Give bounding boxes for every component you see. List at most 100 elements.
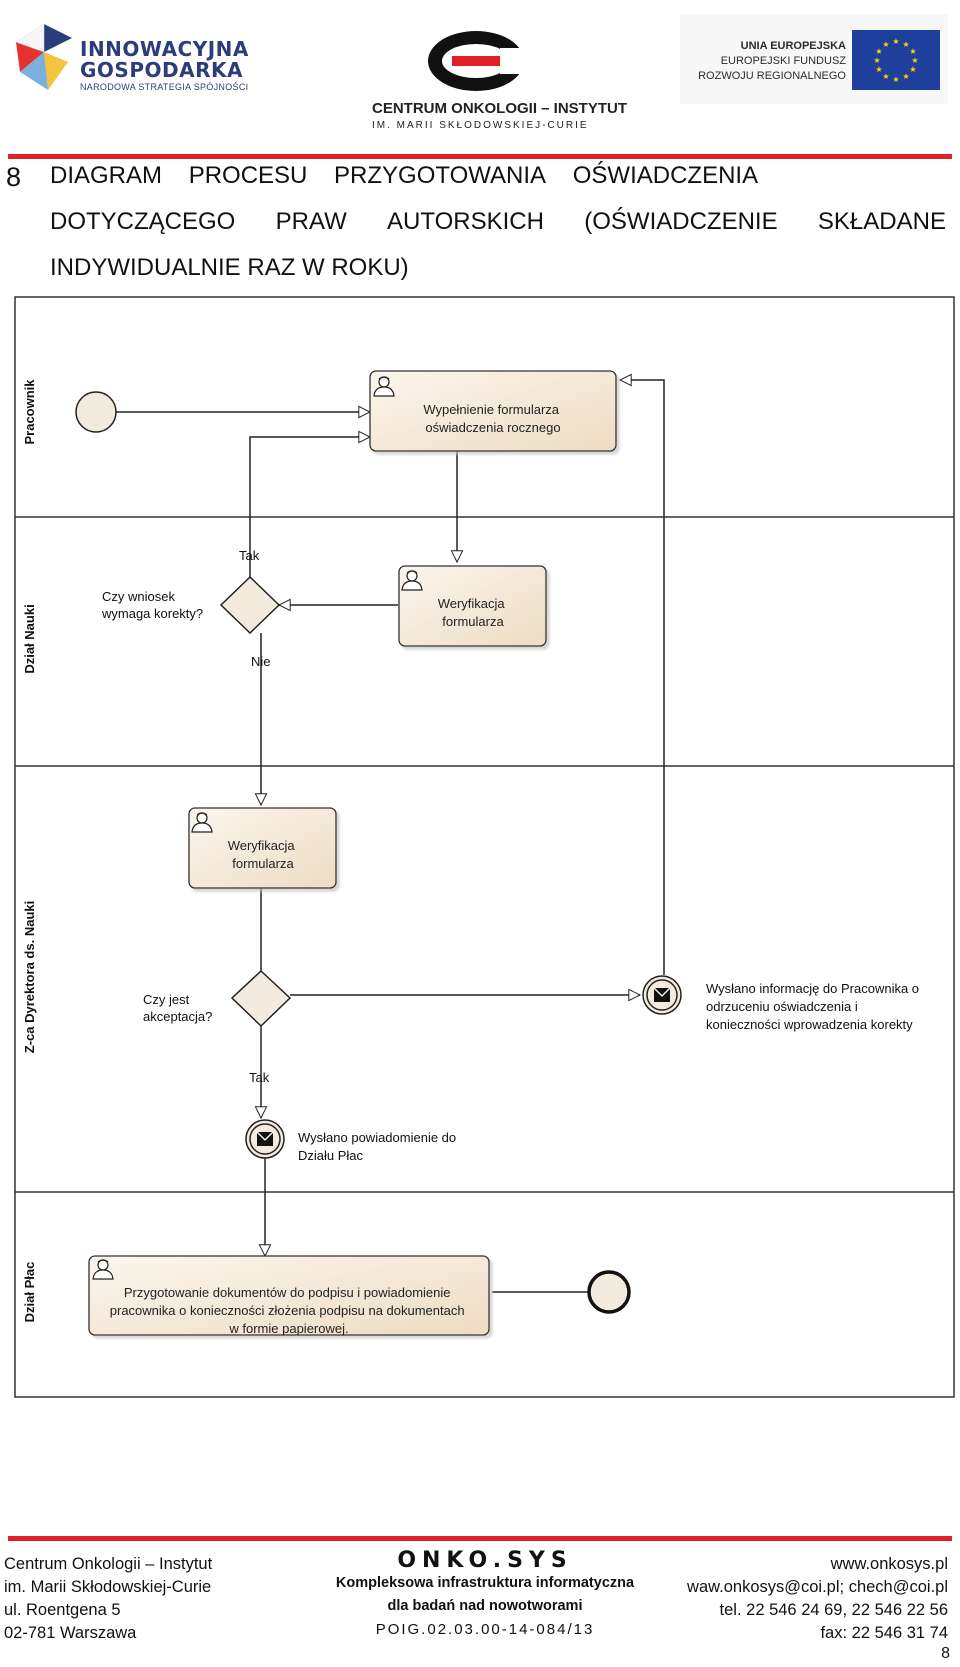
reject-msg-line2: odrzuceniu oświadczenia i [706,999,858,1014]
footer-project-code: POIG.02.03.00-14-084/13 [375,1621,595,1638]
flow-gateway-yes [249,430,372,577]
footer-website[interactable]: www.onkosys.pl [830,1555,948,1573]
page-number: 8 [941,1645,950,1662]
eu-line3: ROZWOJU REGIONALNEGO [698,70,846,82]
gateway2-yes-label: Tak [249,1070,270,1085]
task-verify2-line1: Weryfikacja [228,838,296,853]
end-event [587,1270,631,1314]
task-prepare-documents: Przygotowanie dokumentów do podpisu i po… [88,1255,490,1336]
centrum-onkologii-logo: CENTRUM ONKOLOGII – INSTYTUT IM. MARII S… [360,30,627,135]
svg-text:Czy wniosek wymaga korek: Czy wniosek wymaga korekty? [101,589,203,621]
svg-text:Czy jest akceptacja?: Czy jest akceptacja? [143,992,212,1024]
task-fill-form: Wypełnienie formularza oświadczenia rocz… [369,370,617,452]
svg-text:★: ★ [875,47,882,56]
gateway2-question-line2: akceptacja? [143,1009,212,1024]
center-logo-name: CENTRUM ONKOLOGII – INSTYTUT [372,100,627,117]
eu-line2: EUROPEJSKI FUNDUSZ [720,55,846,67]
title-word: SKŁADANE [817,208,946,235]
gateway1-question-line2: wymaga korekty? [101,606,203,621]
footer-fax: fax: 22 546 31 74 [820,1624,948,1642]
coi-emblem-icon [428,31,526,91]
section-number: 8 [6,162,22,192]
footer-center-line1: Kompleksowa infrastruktura informatyczna [335,1575,635,1591]
title-word: PROCESU [188,162,308,189]
svg-text:Weryfikacja formularza: Weryfikacja formularza [228,838,299,871]
pool [14,296,955,1398]
title-word: PRZYGOTOWANIA [334,162,547,189]
payroll-msg-line1: Wysłano powiadomienie do [298,1130,456,1145]
lane-label-dzial-plac: Dział Płac [22,1262,37,1323]
footer-left-line: Centrum Onkologii – Instytut [4,1555,213,1573]
svg-text:Wypełnienie formularza o: Wypełnienie formularza oświadczenia rocz… [423,402,562,435]
task-verify-form-1: Weryfikacja formularza [398,565,547,647]
footer-left-line: ul. Roentgena 5 [4,1601,121,1619]
svg-text:★: ★ [882,72,889,81]
title-line-3: INDYWIDUALNIE RAZ W ROKU) [50,254,409,281]
task-fill-line2: oświadczenia rocznego [425,420,560,435]
lane-label-pracownik: Pracownik [22,379,37,445]
svg-text:★: ★ [911,56,918,65]
logo-tagline: NARODOWA STRATEGIA SPÓJNOŚCI [80,82,249,92]
title-word: OŚWIADCZENIA [572,162,759,189]
eu-line1: UNIA EUROPEJSKA [740,40,846,52]
gateway-correction: Czy wniosek wymaga korekty? Tak Nie [101,548,281,669]
logo-line1: INNOWACYJNA [80,37,249,61]
payroll-msg-line2: Działu Płac [298,1148,364,1163]
svg-text:★: ★ [902,72,909,81]
event-payroll-message: Wysłano powiadomienie do Działu Płac [245,1119,460,1163]
innowacyjna-gospodarka-logo: INNOWACYJNA GOSPODARKA NARODOWA STRATEGI… [14,18,264,98]
footer-project: ONKO.SYS Kompleksowa infrastruktura info… [320,1549,650,1641]
title-word: AUTORSKICH [387,208,544,235]
gateway-acceptance: Czy jest akceptacja? Tak [143,969,292,1085]
envelope-icon [642,975,682,1015]
svg-text:Weryfikacja formularza: Weryfikacja formularza [438,596,509,629]
lane-label-dzial-nauki: Dział Nauki [22,604,37,673]
footer-divider [8,1536,952,1541]
title-line-1: DIAGRAM PROCESU PRZYGOTOWANIA OŚWIADCZEN… [50,162,758,190]
reject-msg-line3: konieczności wprowadzenia korekty [706,1017,913,1032]
footer-center-line2: dla badań nad nowotworami [387,1598,583,1614]
onkosys-logo: ONKO.SYS [397,1548,573,1573]
task-verify1-line1: Weryfikacja [438,596,506,611]
footer-left-line: im. Marii Skłodowskiej-Curie [4,1578,212,1596]
innovation-logo-icon [15,23,72,90]
flow-reject-to-fill [618,373,665,975]
footer-address: Centrum Onkologii – Instytut im. Marii S… [4,1553,212,1645]
task-prepare-line1: Przygotowanie dokumentów do podpisu i po… [124,1285,451,1300]
envelope-icon [245,1119,285,1159]
svg-text:★: ★ [882,40,889,49]
svg-text:Przygotowanie dokumentów do po: Przygotowanie dokumentów do podpisu i po… [110,1285,468,1336]
footer-email[interactable]: waw.onkosys@coi.pl; chech@coi.pl [687,1578,948,1596]
eu-logo: UNIA EUROPEJSKA EUROPEJSKI FUNDUSZ ROZWO… [680,14,948,104]
logo-line2: GOSPODARKA [80,58,243,82]
gateway1-question-line1: Czy wniosek [102,589,175,604]
eu-flag-icon: ★★★ ★★★ ★★★ ★★★ [852,30,940,90]
sequence-flows [116,373,665,1293]
gateway2-question-line1: Czy jest [143,992,190,1007]
task-prepare-line2: pracownika o konieczności złożenia podpi… [110,1303,465,1318]
title-word: DOTYCZĄCEGO [50,208,236,235]
task-verify2-line2: formularza [232,856,294,871]
task-verify1-line2: formularza [442,614,504,629]
event-reject-message: Wysłano informację do Pracownika o odrzu… [642,975,923,1032]
svg-text:★: ★ [892,75,899,84]
gateway1-yes-label: Tak [239,548,260,563]
svg-text:Wysłano informację do Pracowni: Wysłano informację do Pracownika o odrzu… [706,981,923,1032]
svg-text:★: ★ [892,37,899,46]
svg-text:★: ★ [909,65,916,74]
task-verify-form-2: Weryfikacja formularza [188,807,337,889]
title-line-2: DOTYCZĄCEGO PRAW AUTORSKICH (OŚWIADCZENI… [50,208,946,236]
svg-text:★: ★ [875,65,882,74]
svg-text:★: ★ [902,40,909,49]
reject-msg-line1: Wysłano informację do Pracownika o [706,981,919,996]
task-prepare-line3: w formie papierowej. [228,1321,348,1336]
task-fill-line1: Wypełnienie formularza [423,402,559,417]
svg-text:★: ★ [909,47,916,56]
footer-phone: tel. 22 546 24 69, 22 546 22 56 [719,1601,948,1619]
svg-text:Wysłano powiadomienie do: Wysłano powiadomienie do Działu Płac [298,1130,460,1163]
title-word: DIAGRAM [50,162,163,189]
svg-text:★: ★ [873,56,880,65]
title-word: (OŚWIADCZENIE [584,208,778,235]
footer-left-line: 02-781 Warszawa [4,1624,137,1642]
